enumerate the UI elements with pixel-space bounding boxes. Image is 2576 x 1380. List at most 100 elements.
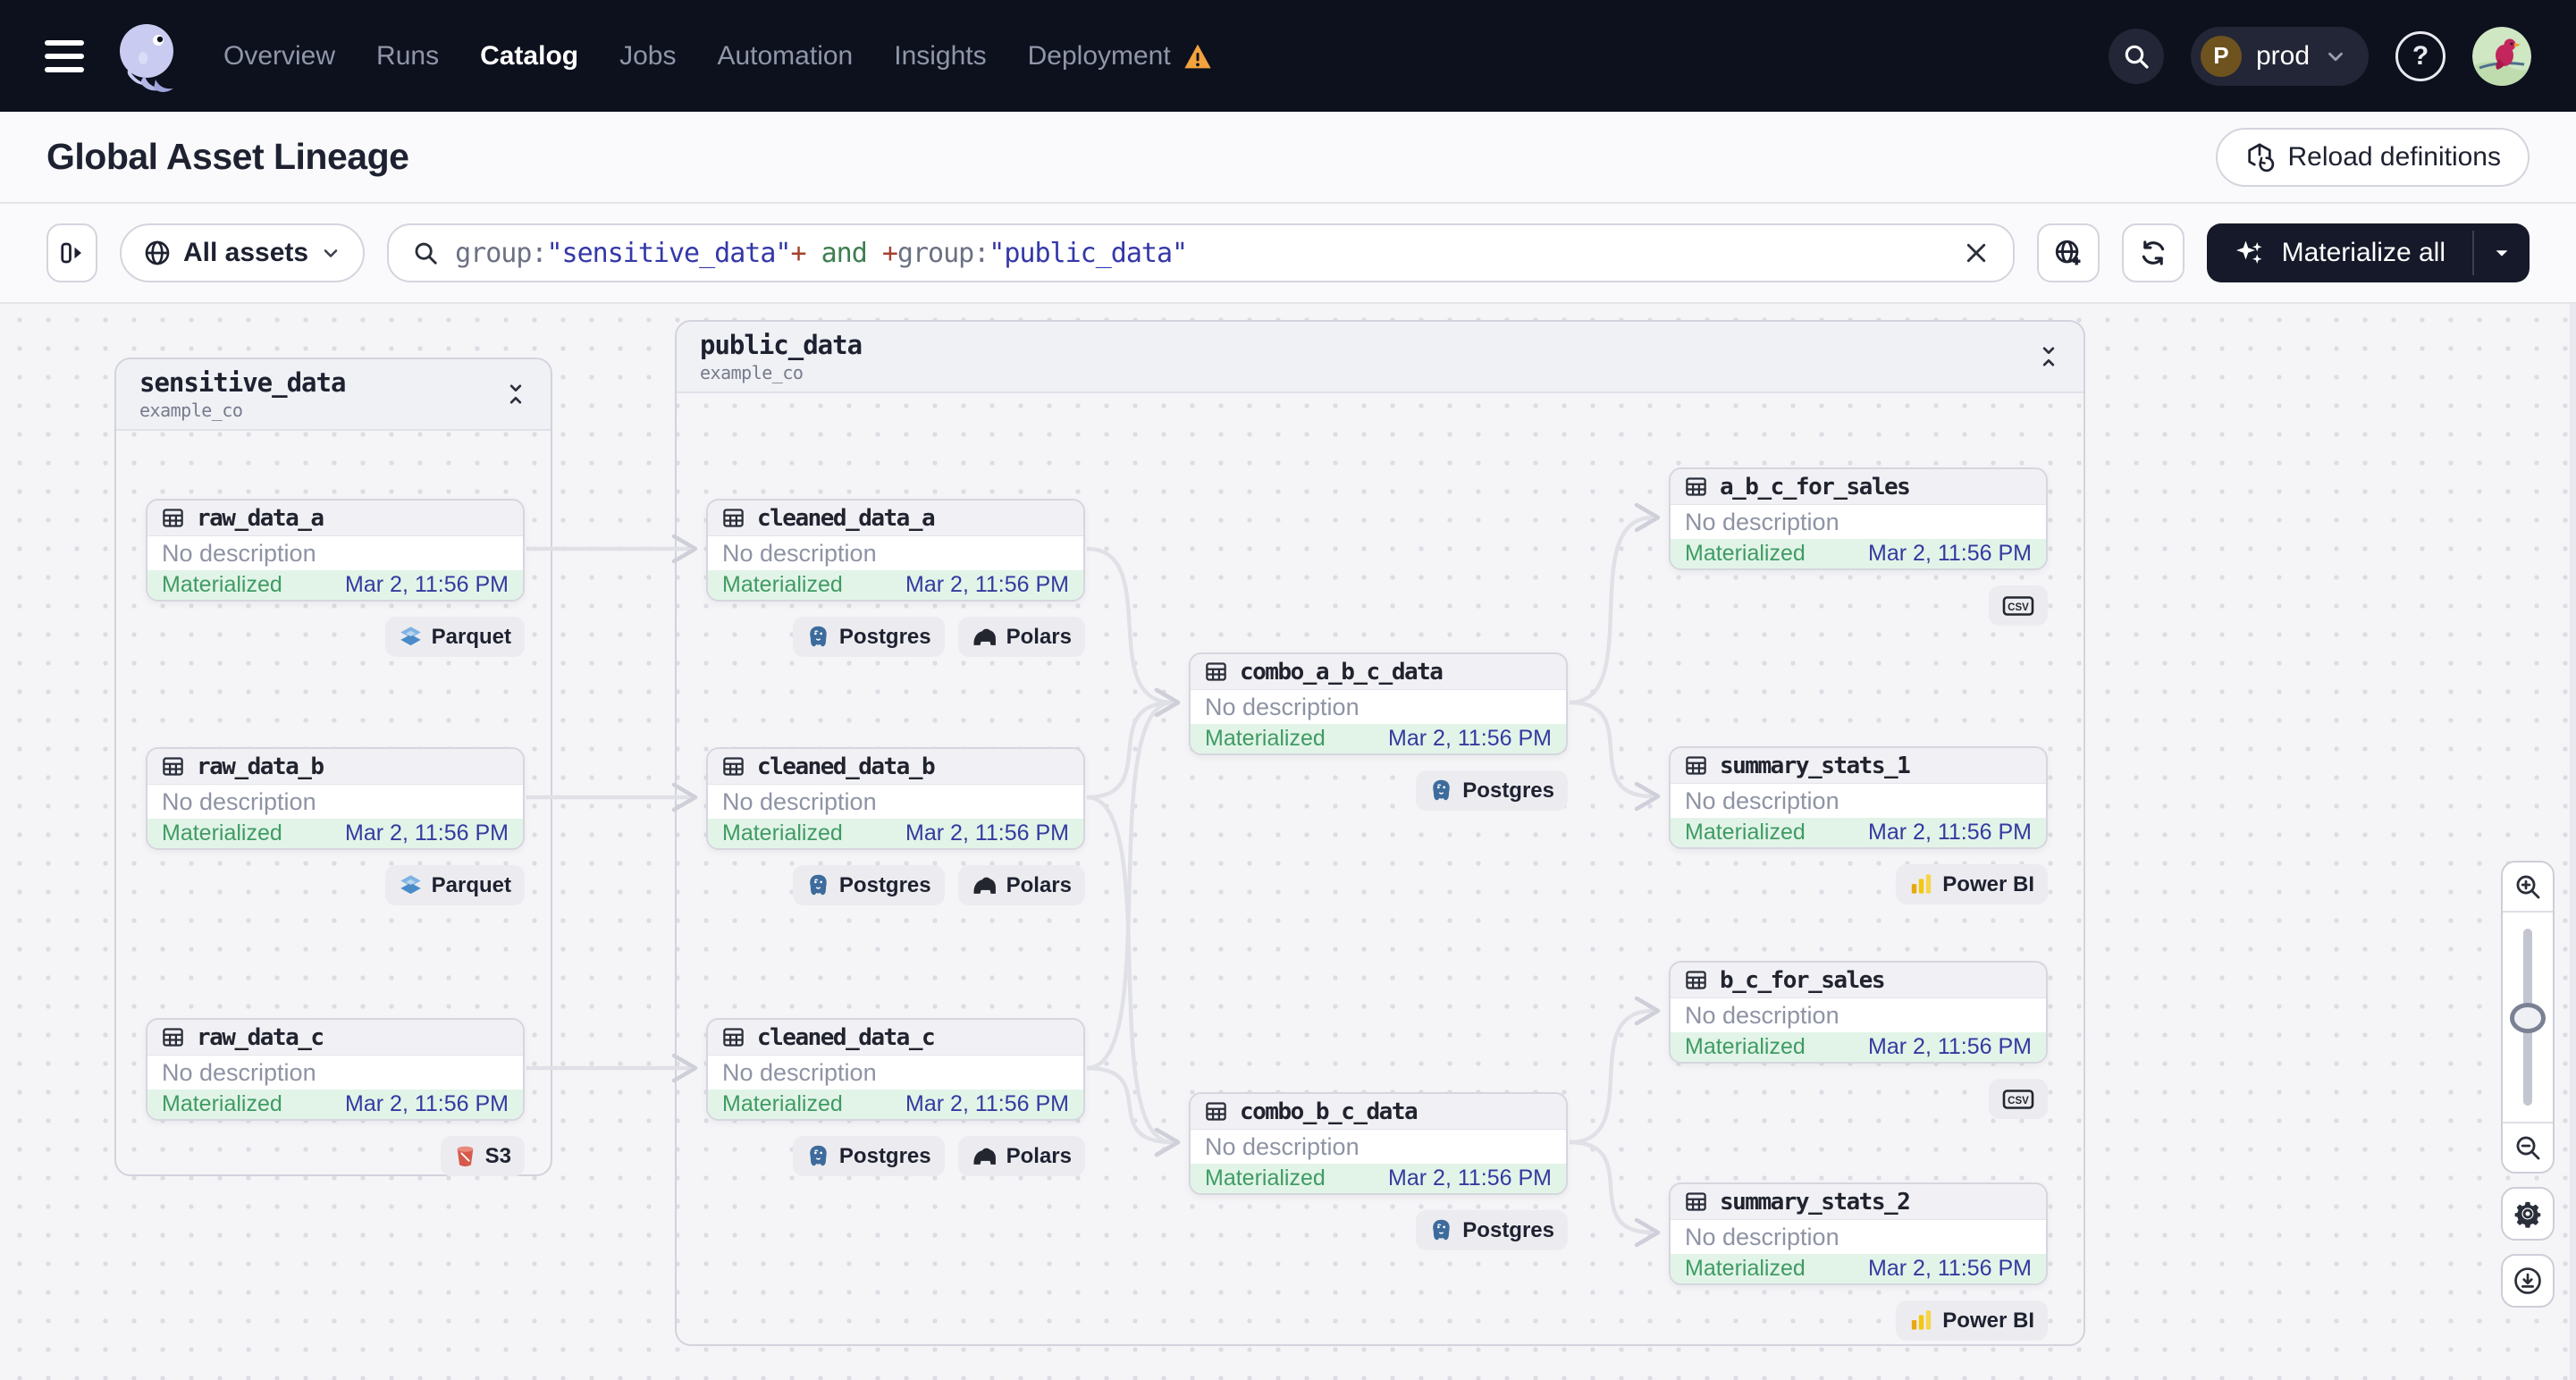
materialization-timestamp[interactable]: Mar 2, 11:56 PM: [905, 572, 1069, 597]
lineage-canvas[interactable]: sensitive_data example_co public_data ex…: [0, 304, 2576, 1380]
asset-node-wrap: cleaned_data_b No description Materializ…: [706, 747, 1085, 905]
dagster-logo[interactable]: [109, 17, 188, 96]
asset-node-header: cleaned_data_c: [708, 1020, 1083, 1056]
navbar-right-cluster: P prod ?: [2108, 26, 2531, 86]
parquet-icon: [399, 625, 423, 649]
asset-node-wrap: raw_data_c No description Materialized M…: [146, 1018, 525, 1176]
asset-search-input[interactable]: group:"sensitive_data"+ and +group:"publ…: [387, 223, 2015, 282]
lineage-settings-button[interactable]: [2036, 223, 2100, 282]
refresh-button[interactable]: [2121, 223, 2185, 282]
zoom-out-button[interactable]: [2503, 1122, 2553, 1172]
asset-node-b_c_for_sales[interactable]: b_c_for_sales No description Materialize…: [1669, 961, 2048, 1064]
asset-description: No description: [1685, 1001, 1839, 1029]
nav-item-label: Catalog: [480, 40, 579, 71]
nav-item-label: Runs: [376, 40, 440, 71]
asset-node-a_b_c_for_sales[interactable]: a_b_c_for_sales No description Materiali…: [1669, 467, 2048, 570]
top-navbar: Overview Runs Catalog Jobs Automation Insight…: [0, 0, 2576, 112]
table-icon: [1684, 968, 1708, 992]
nav-item-deployment[interactable]: Deployment: [1028, 41, 1212, 72]
asset-scope-dropdown[interactable]: All assets: [120, 223, 366, 282]
zoom-slider-thumb[interactable]: [2510, 1002, 2546, 1033]
reload-definitions-label: Reload definitions: [2287, 141, 2502, 172]
open-sidebar-button[interactable]: [46, 223, 97, 282]
postgres-icon: [1429, 1218, 1453, 1242]
asset-node-summary_stats_2[interactable]: summary_stats_2 No description Materiali…: [1669, 1182, 2048, 1285]
asset-description: No description: [1205, 693, 1360, 720]
download-view-button[interactable]: [2501, 1254, 2555, 1308]
materialize-all-button[interactable]: Materialize all: [2207, 223, 2472, 282]
materialization-timestamp[interactable]: Mar 2, 11:56 PM: [1388, 726, 1552, 751]
postgres-badge: Postgres: [792, 617, 945, 657]
asset-node-wrap: b_c_for_sales No description Materialize…: [1669, 961, 2048, 1119]
asset-status-bar: Materialized Mar 2, 11:56 PM: [1671, 539, 2046, 568]
zoom-in-button[interactable]: [2503, 862, 2553, 913]
status-badge: Materialized: [162, 572, 282, 597]
s3-icon: [454, 1144, 476, 1168]
asset-badges: Parquet: [146, 865, 525, 905]
user-avatar[interactable]: [2472, 26, 2531, 86]
asset-node-cleaned_data_c[interactable]: cleaned_data_c No description Materializ…: [706, 1018, 1085, 1121]
csv-icon: CSV: [2002, 594, 2034, 618]
asset-badges: Power BI: [1669, 864, 2048, 905]
materialization-timestamp[interactable]: Mar 2, 11:56 PM: [1868, 1034, 2032, 1059]
asset-node-combo_a_b_c_data[interactable]: combo_a_b_c_data No description Material…: [1189, 652, 1568, 755]
badge-label: Parquet: [431, 872, 511, 897]
nav-item-jobs[interactable]: Jobs: [619, 41, 676, 72]
materialization-timestamp[interactable]: Mar 2, 11:56 PM: [1868, 1256, 2032, 1281]
nav-item-runs[interactable]: Runs: [376, 41, 439, 72]
materialization-timestamp[interactable]: Mar 2, 11:56 PM: [345, 572, 509, 597]
search-button[interactable]: [2108, 28, 2164, 84]
asset-node-wrap: raw_data_a No description Materialized M…: [146, 499, 525, 657]
materialization-timestamp[interactable]: Mar 2, 11:56 PM: [905, 1091, 1069, 1116]
asset-node-raw_data_c[interactable]: raw_data_c No description Materialized M…: [146, 1018, 525, 1121]
badge-label: Polars: [1006, 1143, 1072, 1168]
nav-item-overview[interactable]: Overview: [223, 41, 335, 72]
collapse-group-icon[interactable]: [504, 382, 527, 407]
asset-node-wrap: raw_data_b No description Materialized M…: [146, 747, 525, 905]
asset-status-bar: Materialized Mar 2, 11:56 PM: [708, 570, 1083, 600]
nav-item-insights[interactable]: Insights: [894, 41, 986, 72]
asset-badges: Postgres Polars: [706, 1136, 1085, 1176]
vertical-scrollbar[interactable]: [2570, 304, 2576, 1380]
warning-icon: [1183, 43, 1212, 70]
materialization-timestamp[interactable]: Mar 2, 11:56 PM: [1868, 541, 2032, 566]
asset-node-cleaned_data_a[interactable]: cleaned_data_a No description Materializ…: [706, 499, 1085, 602]
query-token-string: "public_data": [989, 237, 1188, 269]
materialization-timestamp[interactable]: Mar 2, 11:56 PM: [1388, 1165, 1552, 1191]
nav-item-automation[interactable]: Automation: [717, 41, 853, 72]
asset-description: No description: [1685, 787, 1839, 814]
asset-node-summary_stats_1[interactable]: summary_stats_1 No description Materiali…: [1669, 746, 2048, 849]
query-token-string: "sensitive_data": [546, 237, 791, 269]
asset-node-header: raw_data_c: [147, 1020, 523, 1056]
nav-item-catalog[interactable]: Catalog: [480, 41, 578, 72]
asset-name: a_b_c_for_sales: [1720, 473, 1911, 501]
materialize-options-button[interactable]: [2474, 223, 2530, 282]
group-header-public_data[interactable]: public_data example_co: [677, 322, 2084, 393]
table-icon: [161, 506, 185, 530]
deployment-switcher[interactable]: P prod: [2190, 26, 2369, 86]
hamburger-menu-icon[interactable]: [45, 39, 84, 72]
globe-icon: [143, 239, 172, 267]
deployment-avatar: P: [2200, 35, 2242, 77]
collapse-group-icon[interactable]: [2037, 344, 2060, 369]
table-icon: [1204, 1099, 1228, 1123]
asset-node-raw_data_b[interactable]: raw_data_b No description Materialized M…: [146, 747, 525, 850]
asset-description: No description: [722, 1058, 877, 1086]
asset-node-cleaned_data_b[interactable]: cleaned_data_b No description Materializ…: [706, 747, 1085, 850]
clear-search-button[interactable]: [1963, 240, 1990, 266]
lineage-toolbar: All assets group:"sensitive_data"+ and +…: [0, 204, 2576, 304]
materialization-timestamp[interactable]: Mar 2, 11:56 PM: [1868, 820, 2032, 845]
page-title: Global Asset Lineage: [46, 136, 409, 177]
graph-settings-button[interactable]: [2501, 1187, 2555, 1241]
asset-node-combo_b_c_data[interactable]: combo_b_c_data No description Materializ…: [1189, 1092, 1568, 1195]
help-button[interactable]: ?: [2395, 30, 2446, 81]
materialization-timestamp[interactable]: Mar 2, 11:56 PM: [345, 820, 509, 846]
asset-badges: CSV: [1669, 585, 2048, 626]
asset-name: raw_data_a: [197, 504, 324, 532]
reload-definitions-button[interactable]: Reload definitions: [2215, 127, 2530, 187]
materialization-timestamp[interactable]: Mar 2, 11:56 PM: [345, 1091, 509, 1116]
group-header-sensitive_data[interactable]: sensitive_data example_co: [116, 359, 551, 431]
asset-status-bar: Materialized Mar 2, 11:56 PM: [1671, 1032, 2046, 1062]
materialization-timestamp[interactable]: Mar 2, 11:56 PM: [905, 820, 1069, 846]
asset-node-raw_data_a[interactable]: raw_data_a No description Materialized M…: [146, 499, 525, 602]
